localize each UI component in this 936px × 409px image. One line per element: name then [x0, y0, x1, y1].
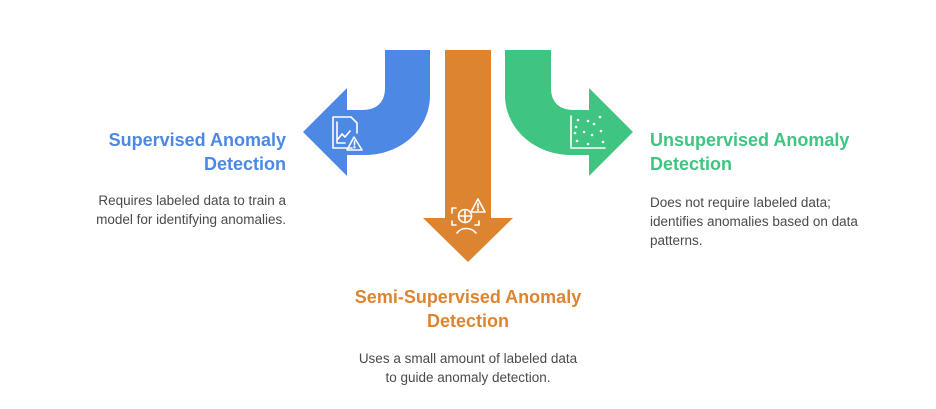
unsupervised-description-line3: patterns. — [650, 233, 703, 248]
semi-supervised-title: Semi-Supervised Anomaly Detection — [318, 285, 618, 333]
supervised-description-line1: Requires labeled data to train a — [98, 193, 286, 208]
semi-supervised-arrow-shape — [423, 50, 513, 262]
supervised-title-line1: Supervised Anomaly — [108, 130, 286, 150]
supervised-title: Supervised Anomaly Detection — [60, 128, 286, 176]
unsupervised-description-line2: identifies anomalies based on data — [650, 214, 858, 229]
semi-supervised-title-line1: Semi-Supervised Anomaly — [354, 287, 582, 307]
unsupervised-description-line1: Does not require labeled data; — [650, 195, 831, 210]
unsupervised-title-line1: Unsupervised Anomaly — [650, 130, 850, 150]
semi-supervised-arrow — [423, 50, 513, 262]
unsupervised-title: Unsupervised Anomaly Detection — [650, 128, 910, 176]
supervised-arrow-shape — [303, 50, 430, 176]
semi-supervised-title-line2: Detection — [426, 311, 509, 331]
semi-supervised-description-line2: to guide anomaly detection. — [385, 370, 551, 385]
unsupervised-arrow — [505, 50, 633, 176]
semi-supervised-description-line1: Uses a small amount of labeled data — [358, 351, 578, 366]
supervised-description: Requires labeled data to train a model f… — [40, 191, 286, 229]
scatter-plot-icon — [570, 115, 606, 149]
globe-scan-warning-icon — [451, 198, 486, 234]
unsupervised-title-line2: Detection — [650, 154, 733, 174]
unsupervised-description: Does not require labeled data; identifie… — [650, 193, 910, 250]
supervised-arrow — [303, 50, 430, 176]
unsupervised-arrow-shape — [505, 50, 633, 176]
supervised-description-line2: model for identifying anomalies. — [96, 212, 286, 227]
chart-document-warning-icon — [332, 116, 363, 151]
semi-supervised-description: Uses a small amount of labeled data to g… — [318, 349, 618, 387]
supervised-title-line2: Detection — [203, 154, 286, 174]
